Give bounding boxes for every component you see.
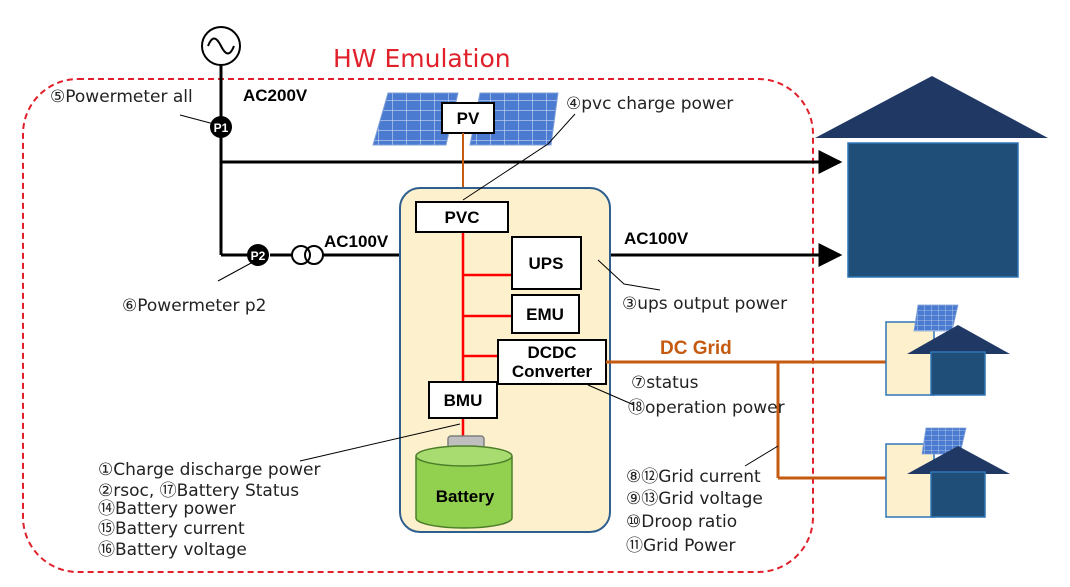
ups-output-label: ③ups output power [622,294,787,314]
powermeter-all-label: ⑤Powermeter all [50,87,193,107]
dc-grid-label: DC Grid [660,338,732,359]
house-main-icon [815,76,1048,278]
transformer-icon [291,245,324,265]
battery-labels: ①Charge discharge power ②rsoc, ⑰Battery … [98,460,320,560]
house-dc-2-icon [885,427,1010,518]
ups-label: UPS [529,254,564,273]
battery-label-line: ⑯Battery voltage [98,540,247,560]
powermeter-p1: P1 [210,116,232,138]
status-label: ⑦status [631,373,699,393]
grid-label-line: ⑧⑫Grid current [626,467,761,487]
battery-label-line: ①Charge discharge power [98,460,320,480]
battery-label-line: ⑮Battery current [98,519,245,539]
ac100-left-label: AC100V [324,232,389,251]
battery-icon [415,435,513,529]
svg-text:P1: P1 [214,121,229,135]
solar-panel-icon [372,92,459,146]
ups-box [511,236,582,290]
pvc-label: PVC [445,208,480,227]
pvc-charge-label: ④pvc charge power [566,94,733,114]
dcdc-label-line2: Converter [512,362,593,381]
grid-label-line: ⑨⑬Grid voltage [626,489,763,509]
callout-lines [179,113,779,467]
pv-label: PV [457,109,480,128]
hw-emulation-title: HW Emulation [333,44,511,73]
pvc-box [415,201,509,233]
grid-label-line: ⑪Grid Power [626,536,735,556]
battery-label-line: ⑭Battery power [98,499,236,519]
powermeter-p2-label: ⑥Powermeter p2 [122,296,266,316]
emu-box [511,294,580,334]
hw-emulation-region [22,78,814,573]
house-dc-1-icon [885,304,1010,396]
bmu-box [428,381,498,419]
operation-power-label: ⑱operation power [628,398,785,418]
bmu-label: BMU [444,391,483,410]
battery-label: Battery [436,487,495,506]
grid-label-line: ⑩Droop ratio [626,512,737,532]
dcdc-converter-box [497,339,607,385]
grid-labels: ⑧⑫Grid current ⑨⑬Grid voltage ⑩Droop rat… [626,467,763,556]
ac100-right-label: AC100V [624,229,689,248]
powermeter-p2: P2 [247,244,269,266]
ac-source-icon [201,26,241,66]
battery-label-line: ②rsoc, ⑰Battery Status [98,481,299,501]
dcdc-label-line1: DCDC [527,343,576,362]
pv-box [441,102,495,134]
svg-text:P2: P2 [251,249,266,263]
ac200-label: AC200V [243,86,308,105]
emu-label: EMU [526,305,564,324]
